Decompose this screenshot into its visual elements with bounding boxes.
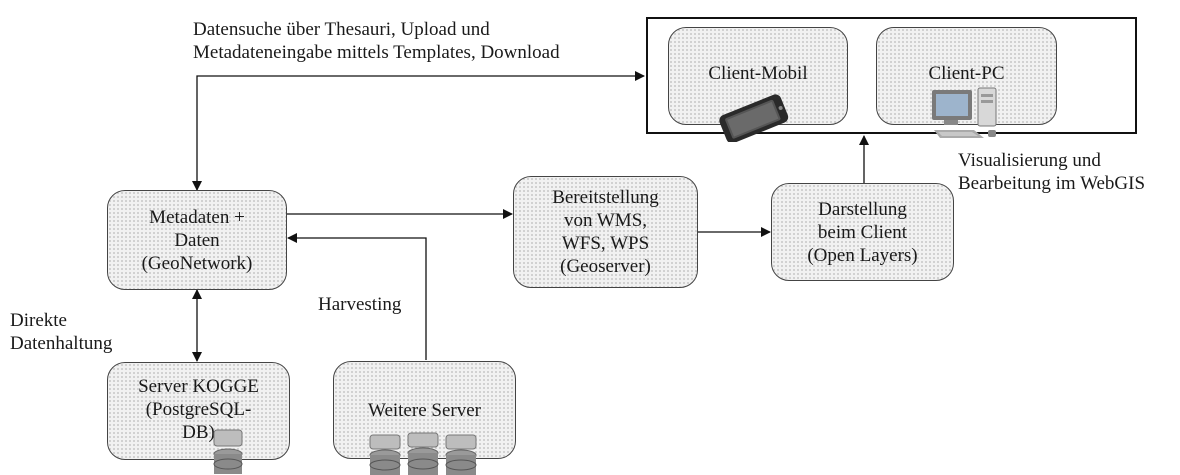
server-kogge-box: Server KOGGE (PostgreSQL- DB) xyxy=(107,362,290,460)
desktop-pc-icon xyxy=(932,87,997,138)
visualisierung-label: Visualisierung und Bearbeitung im WebGIS xyxy=(958,149,1145,195)
darstellung-box: Darstellung beim Client (Open Layers) xyxy=(771,183,954,281)
client-mobil-label: Client-Mobil xyxy=(708,63,808,84)
metadaten-box: Metadaten + Daten (GeoNetwork) xyxy=(107,190,287,290)
client-mobil-box: Client-Mobil xyxy=(668,27,848,125)
direct-line1: Direkte xyxy=(10,310,67,331)
metadaten-line2: Daten xyxy=(174,229,220,251)
darstellung-line3: (Open Layers) xyxy=(807,244,918,266)
darstellung-line2: beim Client xyxy=(817,221,908,243)
direct-line2: Datenhaltung xyxy=(10,333,113,354)
kogge-line1: Server KOGGE xyxy=(138,376,259,397)
vis-line1: Visualisierung und xyxy=(958,150,1101,171)
database-server-icon xyxy=(369,432,477,475)
direkte-datenhaltung-label: Direkte Datenhaltung xyxy=(10,309,112,355)
bereitstellung-line2: von WMS, xyxy=(563,210,648,231)
bereitstellung-box: Bereitstellung von WMS, WFS, WPS (Geoser… xyxy=(513,176,698,288)
kogge-line3: DB) xyxy=(182,422,215,443)
metadaten-line1: Metadaten + xyxy=(149,206,245,228)
smartphone-icon xyxy=(719,94,789,142)
client-pc-label: Client-PC xyxy=(928,63,1005,84)
top-connection-label: Datensuche über Thesauri, Upload und Met… xyxy=(193,18,560,64)
arrow-harvesting xyxy=(287,233,427,360)
metadaten-line3: (GeoNetwork) xyxy=(141,252,253,274)
database-server-icon xyxy=(213,429,243,474)
harvesting-label: Harvesting xyxy=(318,294,402,315)
weitere-server-label: Weitere Server xyxy=(368,399,481,421)
vis-line2: Bearbeitung im WebGIS xyxy=(958,173,1146,194)
bereitstellung-line1: Bereitstellung xyxy=(552,187,659,208)
bereitstellung-line4: (Geoserver) xyxy=(560,256,651,277)
top-label-line1: Datensuche über Thesauri, Upload und xyxy=(193,19,490,40)
bereitstellung-line3: WFS, WPS xyxy=(561,233,650,254)
top-label-line2: Metadateneingabe mittels Templates, Down… xyxy=(193,42,560,63)
arrow-metadaten-clients xyxy=(192,71,645,191)
darstellung-line1: Darstellung xyxy=(818,198,907,220)
kogge-line2: (PostgreSQL- xyxy=(145,399,252,420)
